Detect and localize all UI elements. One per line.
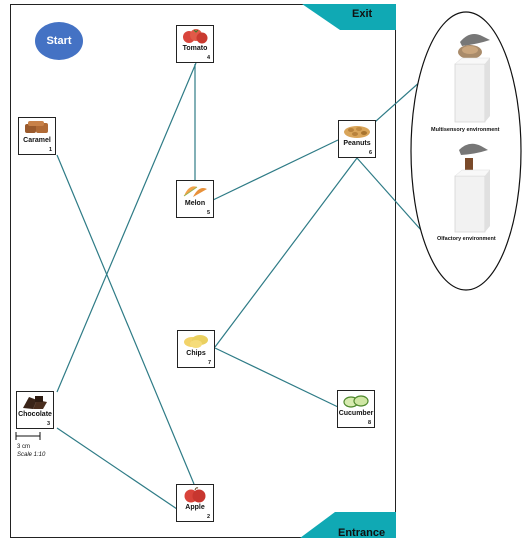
station-tomato: Tomato 4 <box>176 25 214 63</box>
path-apple-chocolate <box>56 427 178 510</box>
room-outline <box>10 4 396 538</box>
exit-label: Exit <box>352 8 373 20</box>
station-caramel: Caramel 1 <box>18 117 56 155</box>
path-melon-peanuts <box>212 139 339 201</box>
station-label: Caramel <box>23 137 51 144</box>
path-caramel-apple <box>56 154 195 485</box>
olfactory-label: Olfactory environment <box>437 236 496 242</box>
peanuts-icon <box>344 126 370 138</box>
path-chocolate-tomato <box>56 62 197 393</box>
station-label: Peanuts <box>343 140 371 147</box>
multisensory-label: Multisensory environment <box>431 127 500 133</box>
scale-bar <box>15 432 41 440</box>
station-label: Apple <box>185 504 205 511</box>
chips-icon <box>184 335 208 348</box>
station-number: 4 <box>206 55 210 61</box>
station-cucumber: Cucumber 8 <box>337 390 375 428</box>
tomato-icon <box>183 29 208 44</box>
start-marker: Start <box>35 22 83 60</box>
scale-length: 3 cm <box>17 444 31 450</box>
station-peanuts: Peanuts 6 <box>338 120 376 158</box>
station-apple: Apple 2 <box>176 484 214 522</box>
apple-icon <box>184 487 206 503</box>
scale-caption: 3 cm Scale 1:10 <box>17 443 45 459</box>
start-label: Start <box>46 35 72 47</box>
caramel-icon <box>25 121 48 133</box>
station-number: 2 <box>206 514 210 520</box>
station-label: Melon <box>184 200 206 207</box>
station-label: Chips <box>186 350 206 357</box>
path-chips-cucumber <box>214 347 339 408</box>
melon-icon <box>183 186 207 197</box>
station-number: 7 <box>207 360 211 366</box>
station-number: 1 <box>48 147 52 153</box>
multisensory-pedestal <box>454 34 491 123</box>
station-number: 8 <box>367 420 371 426</box>
station-chips: Chips 7 <box>177 330 215 368</box>
station-label: Cucumber <box>338 410 374 417</box>
exit-band <box>302 4 396 30</box>
station-number: 5 <box>206 210 210 216</box>
entrance-band <box>300 512 396 538</box>
station-label: Chocolate <box>18 411 52 418</box>
olfactory-pedestal <box>454 143 491 233</box>
scale-ratio: Scale 1:10 <box>17 452 46 458</box>
station-chocolate: Chocolate 3 <box>16 391 54 429</box>
station-melon: Melon 5 <box>176 180 214 218</box>
chocolate-icon <box>23 396 47 409</box>
path-peanuts-chips <box>214 157 358 348</box>
station-label: Tomato <box>182 45 208 52</box>
station-number: 6 <box>368 150 372 156</box>
cucumber-icon <box>343 395 369 408</box>
entrance-label: Entrance <box>338 527 386 539</box>
station-number: 3 <box>46 421 50 427</box>
